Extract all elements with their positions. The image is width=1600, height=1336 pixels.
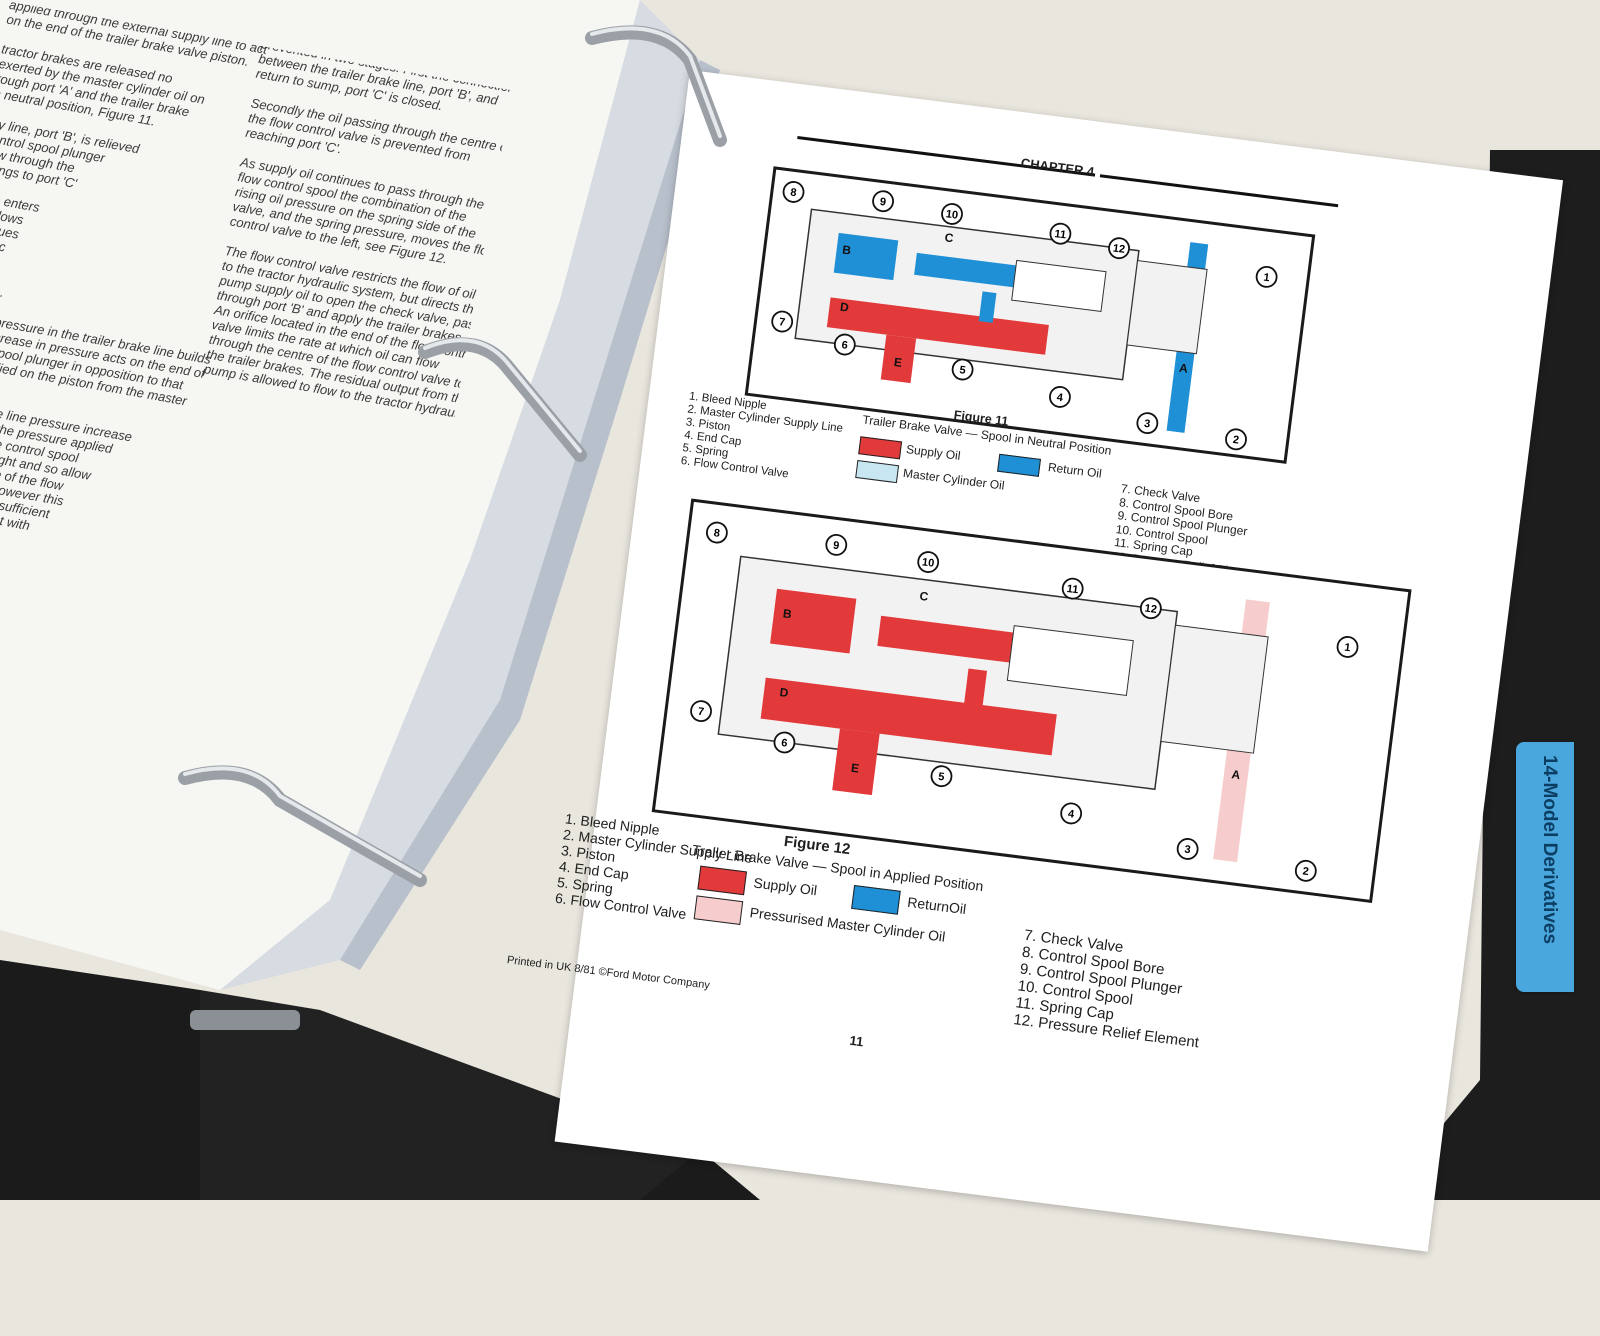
port-e-label: E bbox=[850, 761, 860, 776]
callout-7 bbox=[771, 310, 794, 333]
riser-channel bbox=[963, 668, 988, 712]
callout-5 bbox=[951, 358, 974, 381]
ring-middle bbox=[418, 337, 587, 462]
port-b-chamber bbox=[770, 588, 857, 654]
callout-4 bbox=[1060, 802, 1083, 825]
callout-10 bbox=[917, 551, 940, 573]
callout-7 bbox=[690, 700, 712, 723]
index-tab-label: 14-Model Derivatives bbox=[1539, 755, 1560, 945]
callout-label-7: 7 bbox=[778, 316, 786, 329]
binder-rings bbox=[178, 25, 727, 1030]
port-e-outlet bbox=[880, 334, 917, 384]
spring-housing bbox=[1011, 259, 1107, 312]
callout-11 bbox=[1049, 222, 1072, 245]
callout-12 bbox=[1108, 237, 1130, 260]
port-a-label: A bbox=[1231, 767, 1242, 782]
photo-scene: Pressure generated by the master cylinde… bbox=[0, 0, 1600, 1252]
port-b-label: B bbox=[782, 606, 793, 621]
callout-label-12: 12 bbox=[1144, 602, 1158, 615]
supply-channel bbox=[826, 297, 1049, 355]
port-c-label: C bbox=[919, 589, 930, 604]
callout-9 bbox=[825, 533, 848, 556]
callout-8 bbox=[706, 521, 728, 544]
callout-label-5: 5 bbox=[959, 364, 967, 377]
callout-1 bbox=[1255, 266, 1278, 288]
port-a-label: A bbox=[1178, 361, 1189, 376]
callout-label-10: 10 bbox=[921, 556, 935, 569]
callout-2 bbox=[1225, 428, 1247, 451]
callout-4 bbox=[1049, 386, 1071, 408]
callout-label-8: 8 bbox=[713, 527, 721, 540]
callout-label-8: 8 bbox=[790, 187, 798, 200]
callout-label-1: 1 bbox=[1344, 642, 1352, 655]
callout-label-4: 4 bbox=[1056, 392, 1064, 405]
callout-label-3: 3 bbox=[1143, 418, 1151, 431]
piston-housing bbox=[1126, 260, 1208, 355]
port-b-label: B bbox=[841, 243, 852, 258]
callout-2 bbox=[1294, 859, 1317, 882]
callout-label-9: 9 bbox=[832, 540, 840, 553]
callout-10 bbox=[941, 203, 963, 225]
spring-housing bbox=[1006, 625, 1134, 696]
callout-label-3: 3 bbox=[1184, 844, 1192, 857]
callout-label-9: 9 bbox=[879, 196, 887, 209]
callout-label-6: 6 bbox=[781, 737, 789, 750]
callout-9 bbox=[872, 190, 894, 213]
port-d-label: D bbox=[779, 685, 790, 700]
callout-11 bbox=[1061, 577, 1084, 600]
callout-label-4: 4 bbox=[1067, 808, 1075, 821]
ring-bottom bbox=[178, 765, 427, 887]
callout-5 bbox=[930, 765, 953, 788]
callout-12 bbox=[1139, 597, 1162, 620]
callout-label-12: 12 bbox=[1112, 242, 1126, 255]
supply-channel bbox=[760, 677, 1057, 756]
callout-8 bbox=[782, 181, 805, 203]
callout-label-6: 6 bbox=[841, 339, 849, 352]
port-e-outlet bbox=[832, 728, 880, 796]
port-d-label: D bbox=[839, 300, 850, 315]
callout-1 bbox=[1336, 636, 1359, 658]
callout-label-5: 5 bbox=[938, 771, 946, 784]
callout-label-11: 11 bbox=[1054, 228, 1067, 241]
callout-label-2: 2 bbox=[1302, 865, 1310, 878]
callout-6 bbox=[833, 333, 856, 356]
index-tab[interactable] bbox=[1516, 742, 1574, 992]
riser-channel bbox=[978, 291, 997, 323]
callout-6 bbox=[773, 731, 796, 754]
ring-top bbox=[585, 25, 727, 147]
callout-3 bbox=[1176, 838, 1199, 860]
port-b-chamber bbox=[833, 232, 899, 281]
piston-housing bbox=[1160, 624, 1269, 754]
callout-label-2: 2 bbox=[1232, 434, 1240, 447]
callout-label-11: 11 bbox=[1066, 583, 1079, 596]
port-c-label: C bbox=[944, 230, 955, 245]
callout-label-1: 1 bbox=[1263, 272, 1271, 285]
callout-3 bbox=[1136, 412, 1159, 435]
port-e-label: E bbox=[893, 355, 903, 370]
callout-label-7: 7 bbox=[697, 706, 705, 719]
binder-clip bbox=[190, 1010, 300, 1030]
callout-label-10: 10 bbox=[945, 208, 959, 221]
